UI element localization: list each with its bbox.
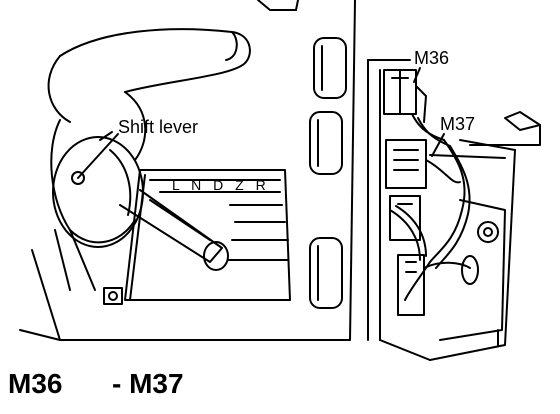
console-slot-top xyxy=(313,37,347,99)
console-bezel xyxy=(19,0,356,341)
console-slot-mid xyxy=(309,111,343,175)
wire-harness xyxy=(389,113,471,301)
leader-m37 xyxy=(431,133,445,157)
shift-knob-icon xyxy=(52,136,144,248)
shift-gate-plate xyxy=(124,169,291,301)
shift-lever-shaft xyxy=(119,189,229,271)
m36-label: M36 xyxy=(414,48,449,68)
leader-m36 xyxy=(413,67,421,83)
lower-harness-connector xyxy=(397,254,479,316)
right-bracket-frame xyxy=(367,59,541,361)
shift-lever-label: Shift lever xyxy=(118,117,198,137)
hand-illustration xyxy=(47,28,251,291)
shift-gate-letters: L N D Z R xyxy=(172,177,270,193)
caption-m37: - M37 xyxy=(112,368,184,399)
leader-shift-lever xyxy=(77,133,119,179)
caption-m36: M36 xyxy=(8,368,63,399)
m36-connector xyxy=(383,69,427,123)
console-slot-low xyxy=(309,237,343,309)
screw-icon xyxy=(103,287,123,305)
bolt-icon xyxy=(477,221,499,243)
m37-label: M37 xyxy=(440,114,475,134)
m37-connector xyxy=(385,139,461,189)
harness-clamp xyxy=(389,195,421,241)
